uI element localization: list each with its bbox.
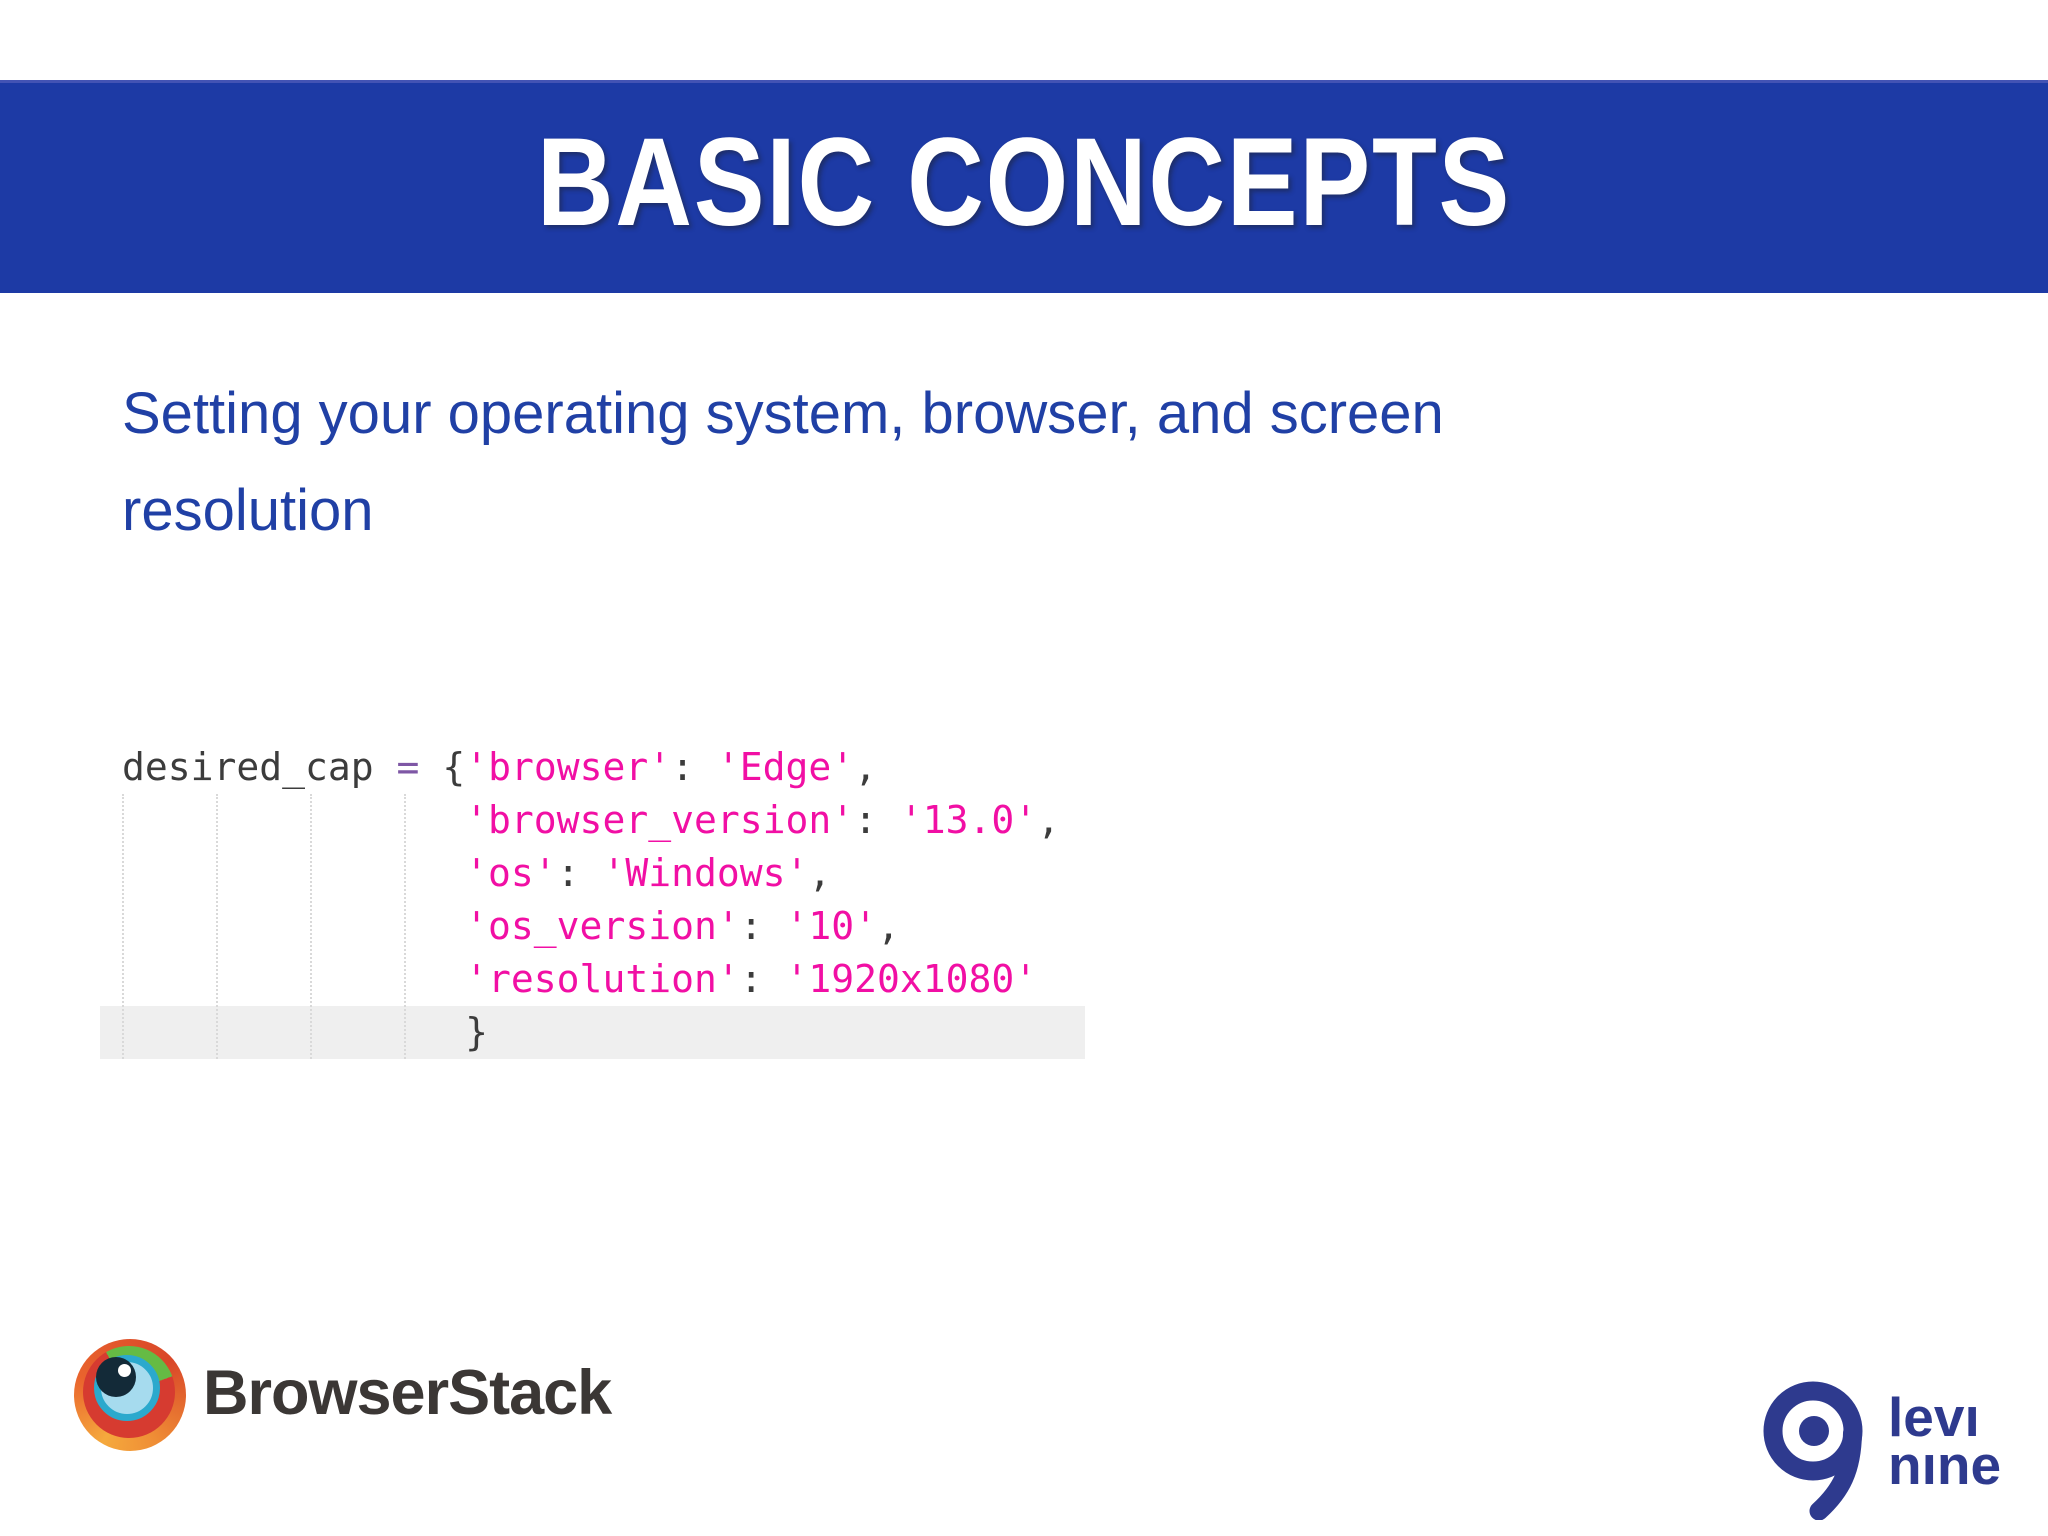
code-token: 'os'	[465, 851, 557, 895]
code-token	[122, 851, 465, 895]
code-token: 'browser'	[465, 745, 672, 789]
code-token: ,	[877, 904, 900, 948]
code-token: ,	[1037, 798, 1061, 842]
code-token	[122, 957, 465, 1001]
code-token: 'Edge'	[716, 745, 855, 789]
code-token: 'os_version'	[465, 904, 740, 948]
indent-guide	[216, 794, 218, 1059]
indent-guide	[122, 794, 124, 1059]
slide-title: BASIC CONCEPTS	[536, 113, 1512, 252]
code-token: :	[739, 957, 786, 1001]
code-token: 'browser_version'	[465, 798, 855, 842]
levinine-wordmark: levı nıne	[1888, 1386, 2002, 1496]
current-line-highlight	[100, 1006, 1085, 1059]
code-token: 'Windows'	[602, 851, 809, 895]
browserstack-pupil	[96, 1357, 136, 1397]
code-token: ,	[808, 851, 832, 895]
code-line: 'os_version': '10',	[122, 900, 1060, 953]
indent-guide	[310, 794, 312, 1059]
code-token: '13.0'	[899, 798, 1038, 842]
levinine-word-levi: levı	[1888, 1386, 1980, 1448]
indent-guide	[404, 794, 406, 1059]
code-line: 'resolution': '1920x1080'	[122, 953, 1060, 1006]
levinine-nine-icon	[1763, 1381, 1863, 1520]
code-token: }	[465, 1010, 489, 1054]
levinine-logo: levı nıne	[1763, 1380, 2048, 1520]
subtitle-line-2: resolution	[122, 478, 374, 543]
browserstack-eye-icon	[74, 1339, 186, 1451]
subtitle-line-1: Setting your operating system, browser, …	[122, 381, 1444, 446]
code-line: desired_cap = {'browser': 'Edge',	[122, 741, 1060, 794]
title-band: BASIC CONCEPTS	[0, 80, 2048, 293]
code-token	[122, 904, 465, 948]
code-text: desired_cap = {'browser': 'Edge', 'brows…	[122, 741, 1060, 1059]
code-token: :	[854, 798, 900, 842]
code-token: :	[739, 904, 786, 948]
code-block: desired_cap = {'browser': 'Edge', 'brows…	[100, 706, 1100, 1086]
code-token: desired_cap	[122, 745, 397, 789]
code-token: =	[396, 745, 420, 789]
levinine-word-nine: nıne	[1888, 1434, 2002, 1496]
code-token	[122, 1010, 465, 1054]
code-token: '1920x1080'	[785, 957, 1038, 1001]
code-token: :	[671, 745, 717, 789]
code-token: {	[419, 745, 466, 789]
code-token: 'resolution'	[465, 957, 740, 1001]
browserstack-wordmark: BrowserStack	[203, 1358, 612, 1428]
code-line: }	[122, 1006, 1060, 1059]
code-token: :	[556, 851, 603, 895]
code-token	[122, 798, 465, 842]
slide-subtitle: Setting your operating system, browser, …	[122, 365, 1882, 559]
code-line: 'os': 'Windows',	[122, 847, 1060, 900]
code-line: 'browser_version': '13.0',	[122, 794, 1060, 847]
code-token: '10'	[785, 904, 877, 948]
browserstack-logo: BrowserStack	[74, 1339, 634, 1459]
code-token: ,	[854, 745, 878, 789]
